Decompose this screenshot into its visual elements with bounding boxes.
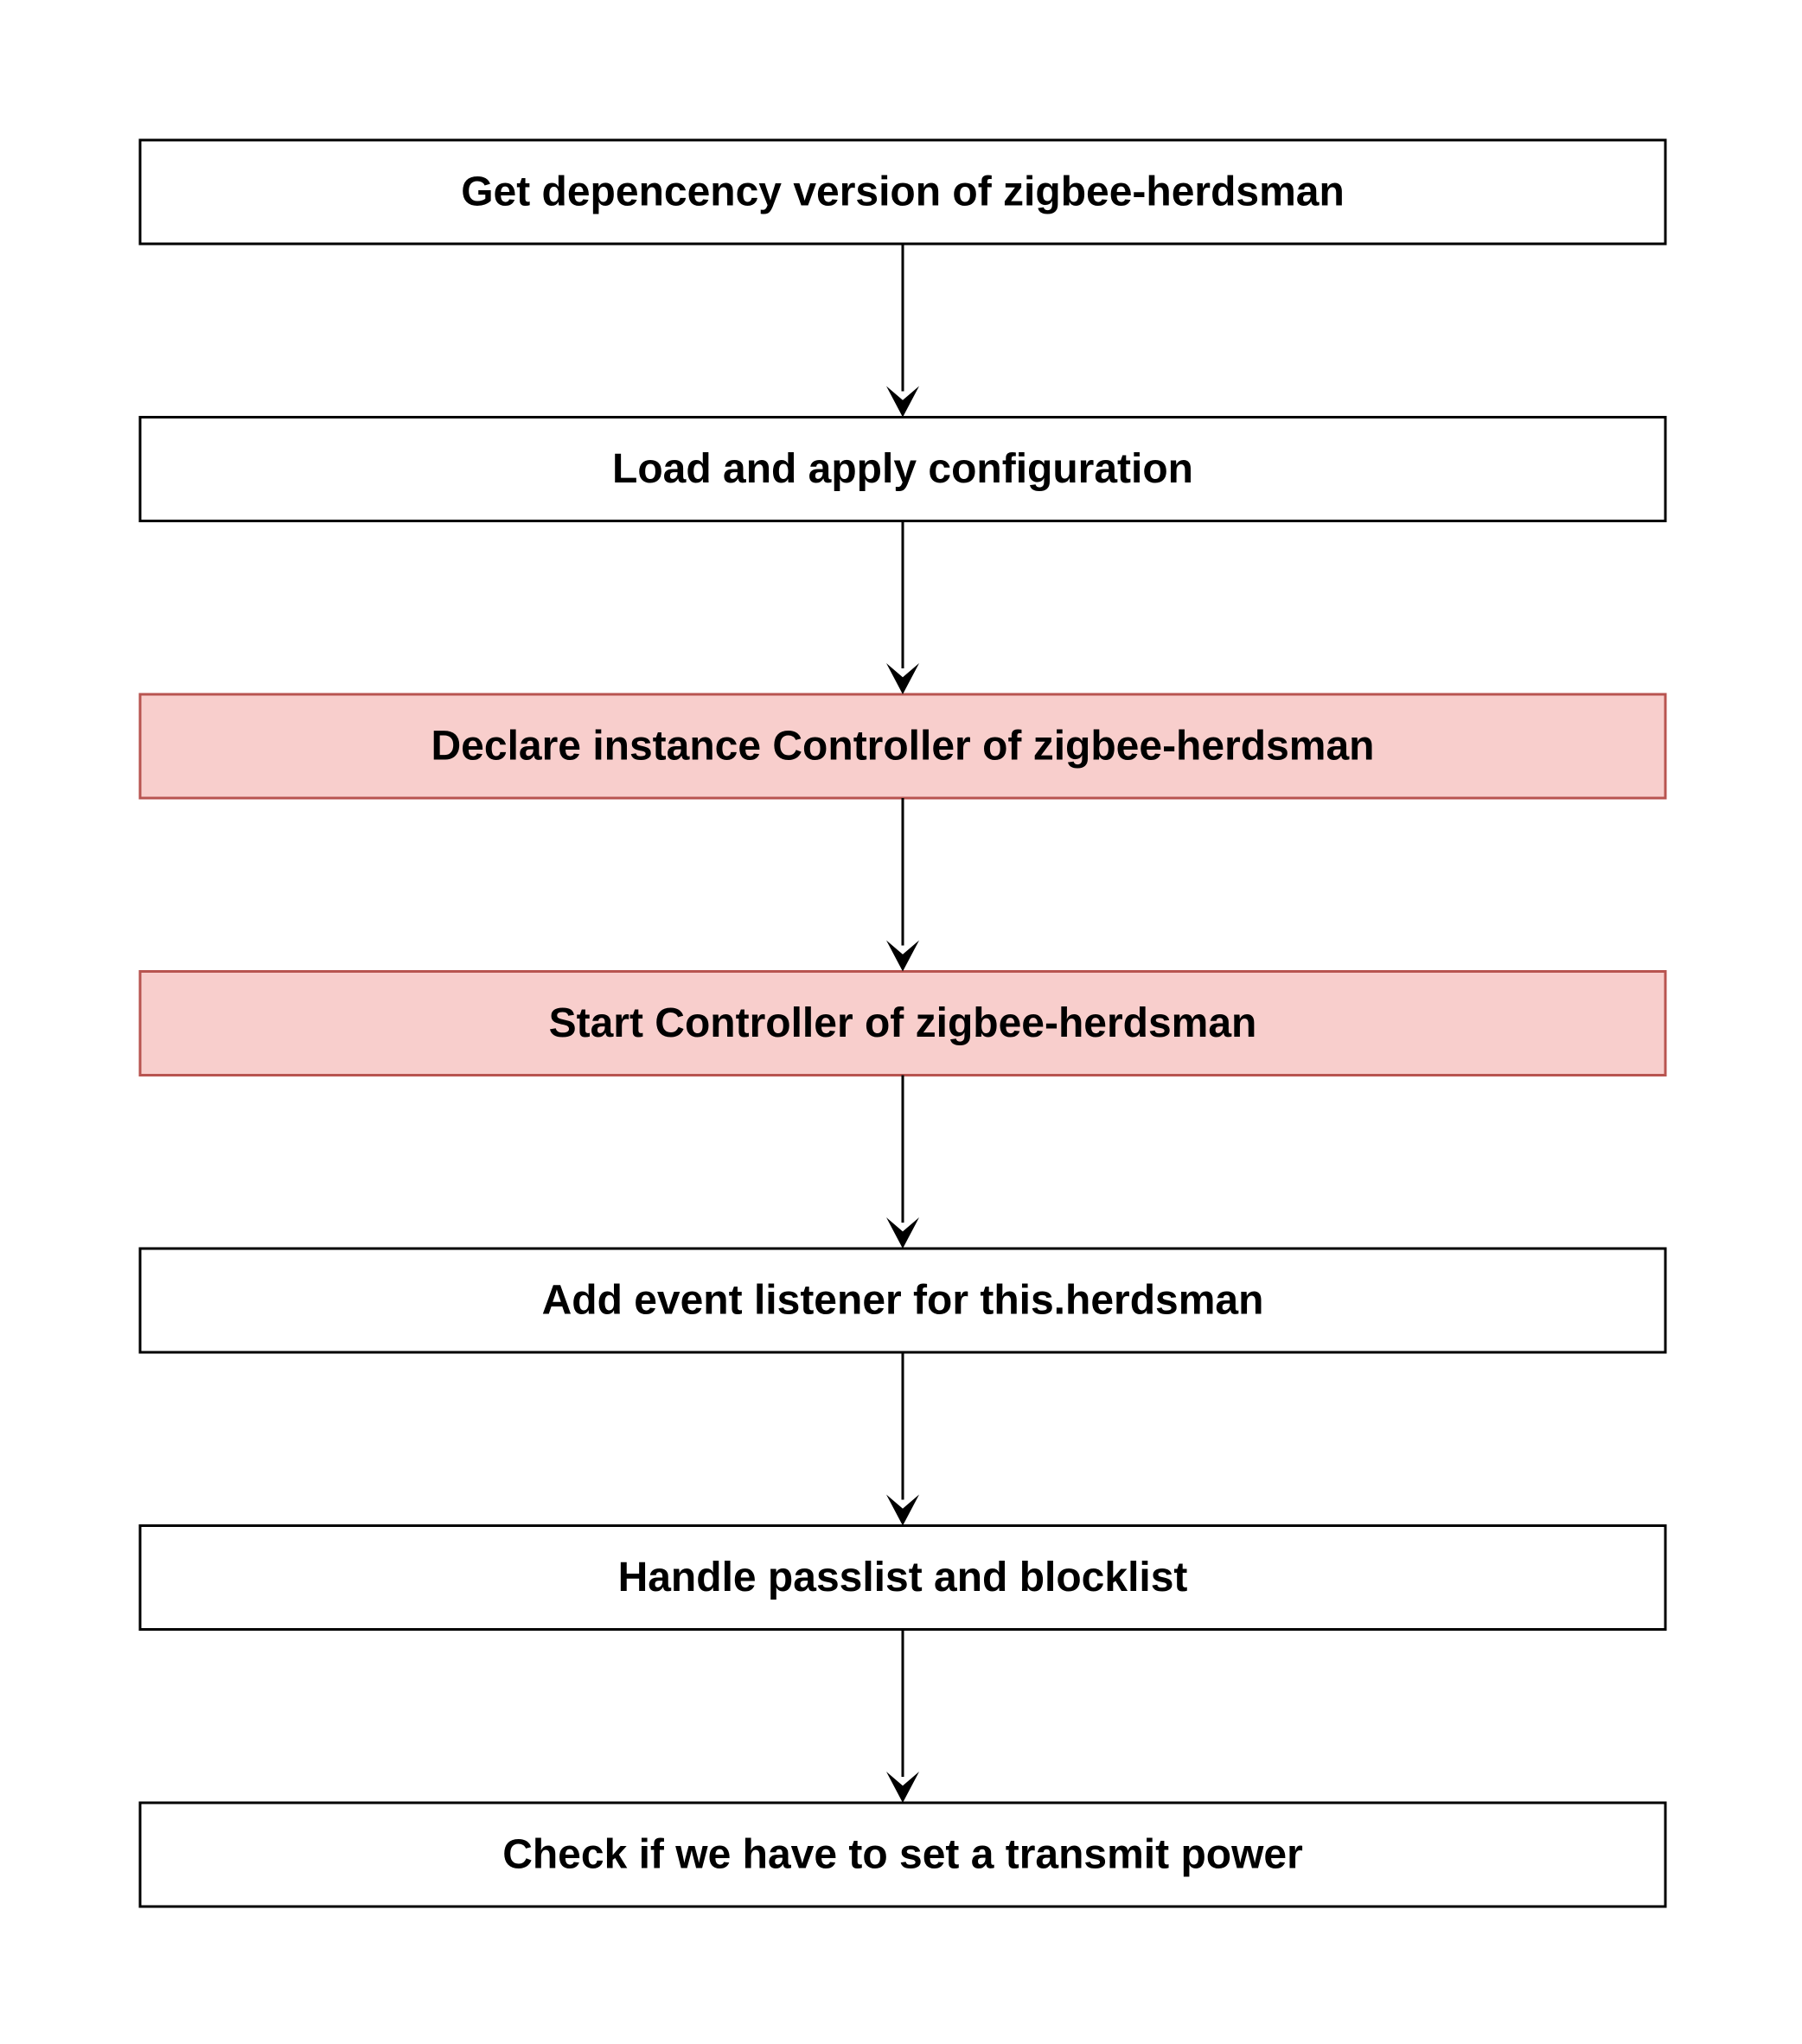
arrow-head-6 <box>886 1772 919 1803</box>
step-label-3: Declare instance Controller of zigbee-he… <box>431 724 1375 770</box>
arrow-head-1 <box>886 386 919 418</box>
step-label-6: Handle passlist and blocklist <box>618 1555 1188 1600</box>
step-node-3: Declare instance Controller of zigbee-he… <box>138 693 1667 800</box>
step-label-7: Check if we have to set a transmit power <box>502 1832 1303 1878</box>
step-node-7: Check if we have to set a transmit power <box>138 1801 1667 1908</box>
step-node-5: Add event listener for this.herdsman <box>138 1247 1667 1354</box>
step-box-1 <box>138 138 1667 246</box>
step-node-4: Start Controller of zigbee-herdsman <box>138 970 1667 1076</box>
connector-arrow-3-4 <box>886 798 919 972</box>
connector-arrow-5-6 <box>886 1352 919 1526</box>
arrow-head-5 <box>886 1494 919 1526</box>
step-box-7 <box>138 1801 1667 1908</box>
arrow-head-3 <box>886 940 919 972</box>
connector-arrow-4-5 <box>886 1075 919 1249</box>
step-node-2: Load and apply configuration <box>138 416 1667 522</box>
connector-arrow-2-3 <box>886 521 919 694</box>
step-box-3 <box>138 693 1667 800</box>
step-label-2: Load and apply configuration <box>612 446 1193 492</box>
step-label-1: Get depencency version of zigbee-herdsma… <box>461 169 1345 215</box>
step-node-6: Handle passlist and blocklist <box>138 1524 1667 1631</box>
arrow-head-4 <box>886 1217 919 1249</box>
step-node-1: Get depencency version of zigbee-herdsma… <box>138 138 1667 246</box>
step-label-5: Add event listener for this.herdsman <box>542 1278 1264 1324</box>
step-label-4: Start Controller of zigbee-herdsman <box>549 1000 1257 1046</box>
connector-arrow-1-2 <box>886 244 919 418</box>
connector-arrow-6-7 <box>886 1629 919 1803</box>
arrow-head-2 <box>886 663 919 694</box>
